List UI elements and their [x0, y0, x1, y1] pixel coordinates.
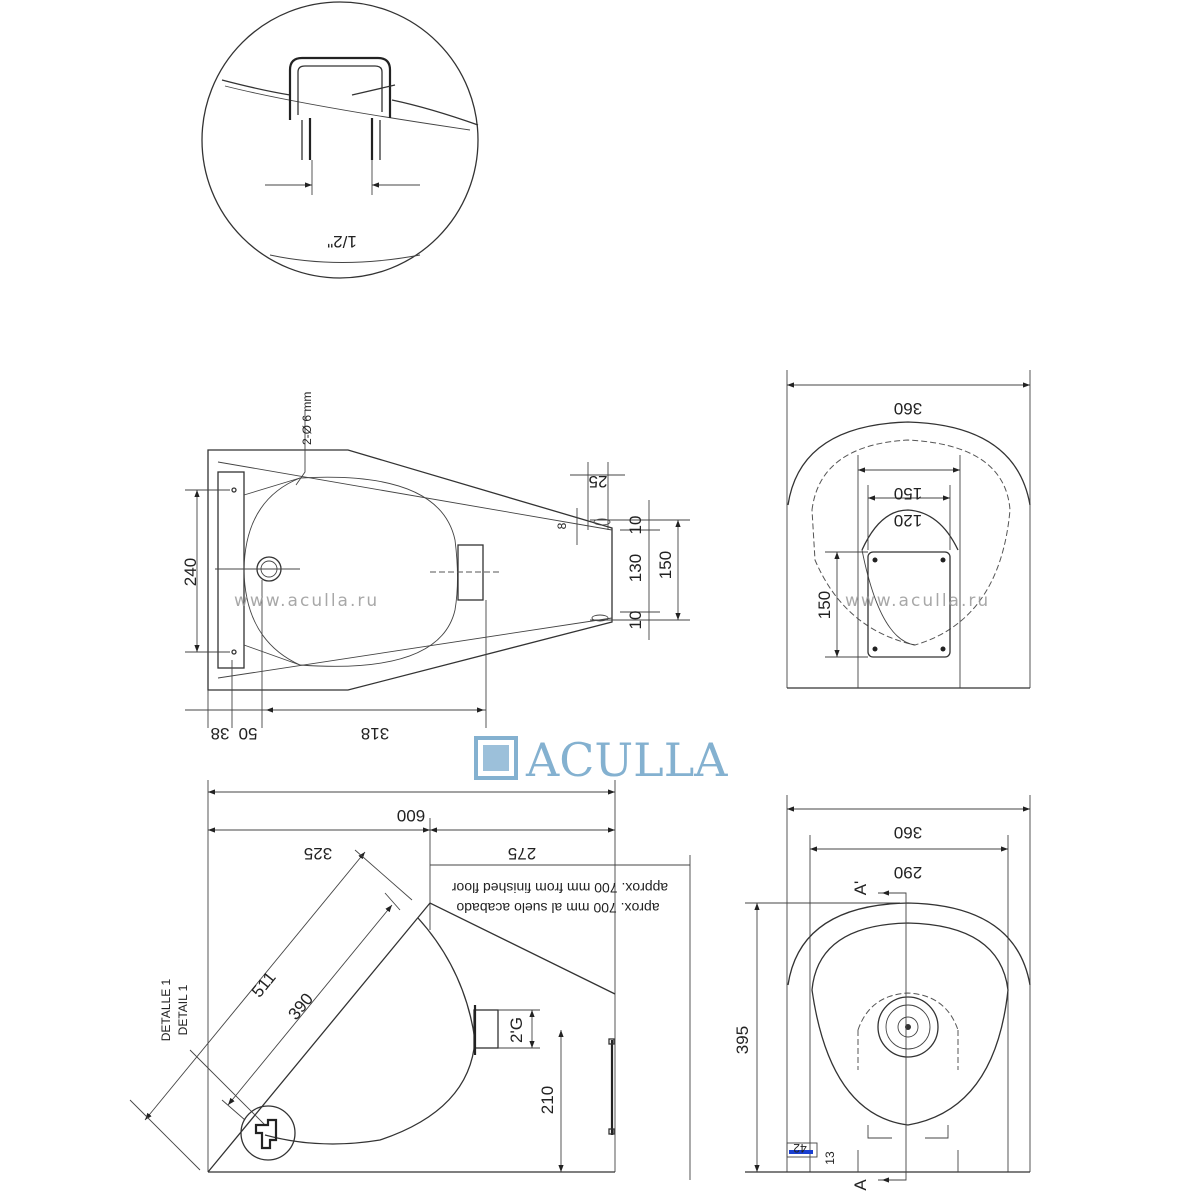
dim-240: 240 — [181, 558, 200, 586]
rear-dim-150: 150 — [894, 484, 922, 503]
dim-318: 318 — [361, 724, 389, 743]
dim-38: 38 — [211, 724, 230, 743]
mounting-height-note-en: approx. 700 mm from finished floor — [452, 880, 669, 896]
side-dim-511: 511 — [248, 968, 280, 1001]
mounting-height-note-es: aprox. 700 mm al suelo acabado — [456, 900, 659, 916]
side-dim-2g: 2'G — [507, 1017, 526, 1043]
detail-callout-circle[interactable] — [240, 1105, 296, 1161]
dim-150: 150 — [656, 551, 675, 579]
rear-dim-150-height: 150 — [815, 591, 834, 619]
watermark: www.aculla.ru www.aculla.ru ACULLA — [234, 591, 990, 787]
hole-note: 2-Ø 6 mm — [300, 392, 314, 445]
rear-dim-120: 120 — [894, 511, 922, 530]
rear-view: 360 150 120 150 — [786, 370, 1031, 689]
side-dim-325: 325 — [304, 844, 332, 863]
thread-size-label: 1/2" — [327, 232, 357, 251]
front-view: 360 290 395 A' A 42 13 — [733, 795, 1031, 1191]
detail-circle — [201, 1, 479, 279]
thread-dimension: 1/2" — [265, 160, 420, 251]
section-marker-top: A' — [851, 881, 870, 896]
front-dim-395: 395 — [733, 1026, 752, 1054]
side-dim-390: 390 — [284, 990, 317, 1024]
watermark-brand: ACULLA — [525, 733, 728, 787]
dim-10-bottom: 10 — [626, 611, 645, 630]
front-dim-290: 290 — [894, 863, 922, 882]
front-dim-13: 13 — [823, 1151, 837, 1165]
side-view: 600 325 275 approx. 700 mm from finished… — [129, 780, 691, 1180]
side-dim-210: 210 — [538, 1086, 557, 1114]
side-dim-275: 275 — [508, 844, 536, 863]
dim-50: 50 — [239, 724, 258, 743]
front-dim-360: 360 — [894, 823, 922, 842]
mounting-plate — [867, 551, 951, 658]
dim-8: 8 — [555, 522, 569, 529]
aculla-logo-icon — [474, 736, 518, 780]
watermark-url-right: www.aculla.ru — [845, 591, 990, 611]
detail-1-view: 1/2" — [201, 1, 479, 279]
front-dim-42: 42 — [793, 1141, 807, 1155]
dim-130: 130 — [626, 554, 645, 582]
dim-10-top: 10 — [626, 516, 645, 535]
valve-cap-section — [288, 56, 396, 160]
plan-view: 240 2-Ø 6 mm 25 8 10 130 150 10 38 50 31… — [181, 392, 690, 743]
rear-dim-360: 360 — [894, 399, 922, 418]
detail-ref-label-2: DETAIL 1 — [176, 984, 190, 1035]
watermark-url-left: www.aculla.ru — [234, 591, 379, 611]
strainer-grate — [877, 996, 939, 1058]
section-marker-bottom: A — [851, 1179, 870, 1191]
dim-25: 25 — [589, 472, 608, 491]
side-dim-600: 600 — [397, 806, 425, 825]
detail-ref-label-1: DETALLE 1 — [159, 978, 173, 1041]
